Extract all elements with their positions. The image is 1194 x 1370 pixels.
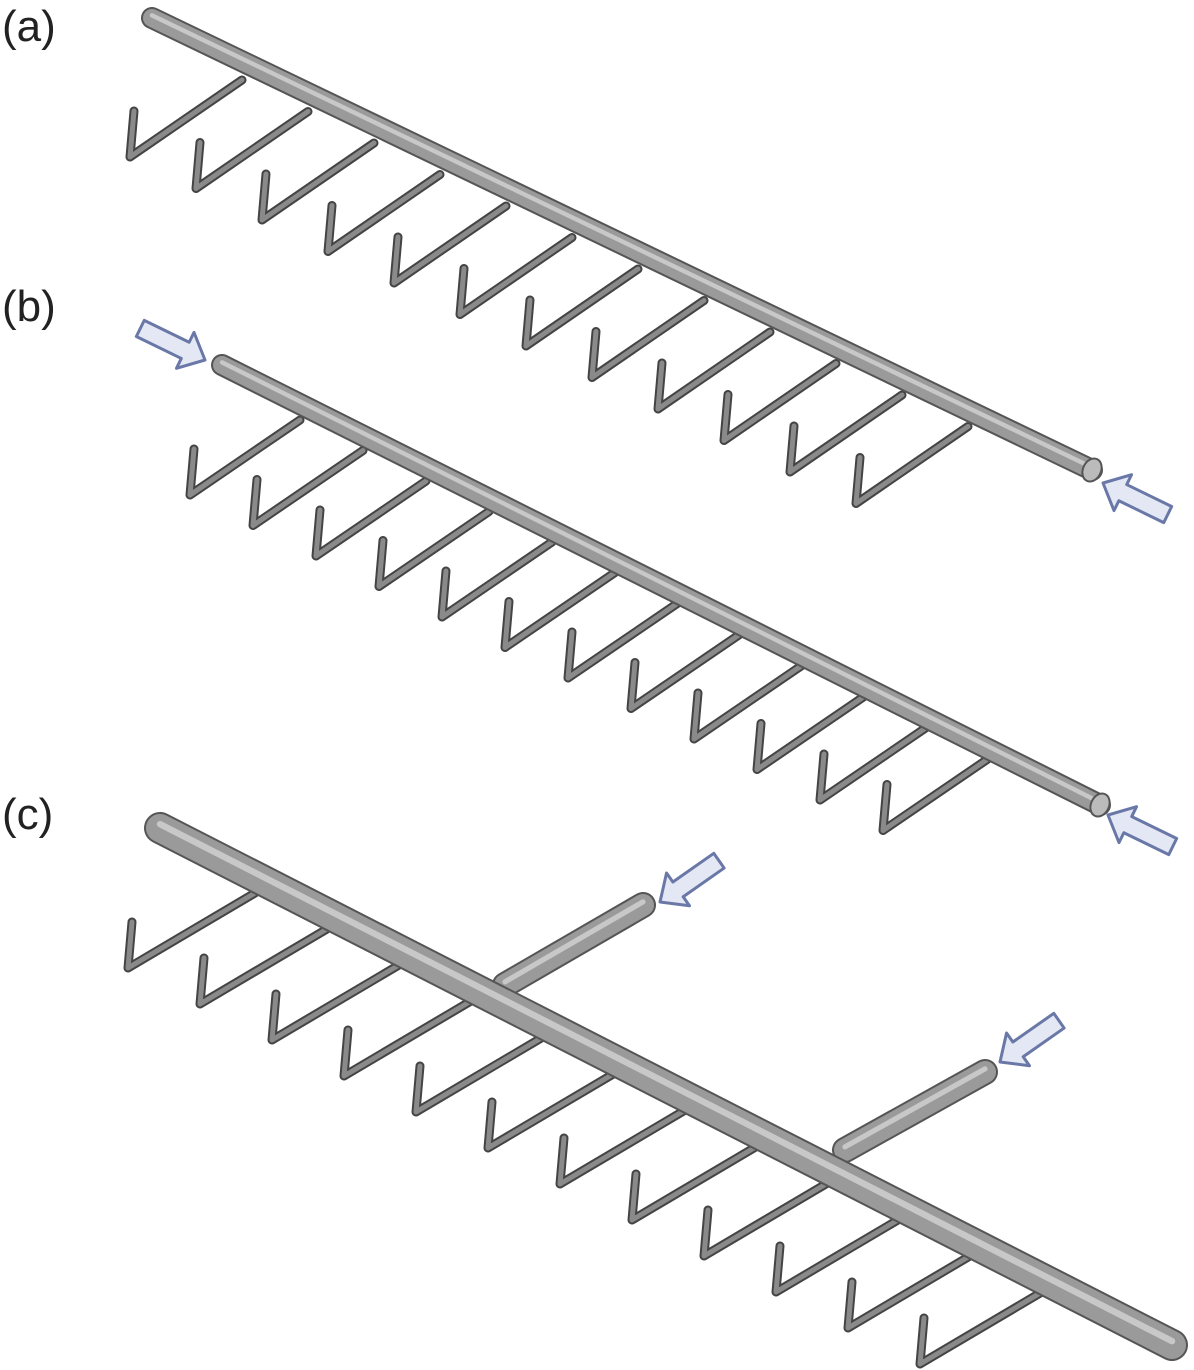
hook-body xyxy=(523,266,641,349)
inlet-stub-pipe-body xyxy=(494,894,654,996)
pipe-opening xyxy=(1089,792,1111,818)
hook-body xyxy=(269,962,402,1043)
header-pipe-body xyxy=(213,356,1109,814)
hook-body xyxy=(701,1178,834,1259)
hook-body xyxy=(485,1070,618,1151)
hook-body xyxy=(193,109,311,191)
inlet-arrow-icon xyxy=(1106,805,1179,857)
hook-body xyxy=(313,478,429,559)
inlet-stub-pipe-body xyxy=(834,1061,996,1161)
hook-body xyxy=(853,424,971,506)
inlet-stub-pipe-highlight xyxy=(502,899,646,985)
hook-body xyxy=(502,570,618,650)
hook-body xyxy=(721,361,839,443)
hook-body xyxy=(250,448,366,528)
hook-body xyxy=(691,661,807,742)
hook-body xyxy=(629,1142,762,1223)
header-pipe-body xyxy=(146,814,1186,1359)
hook-body xyxy=(457,235,575,317)
header-pipe-highlight xyxy=(149,13,1095,470)
inlet-arrow-icon xyxy=(658,851,726,908)
header-pipe-highlight xyxy=(156,820,1176,1345)
hook-body xyxy=(817,722,933,803)
manifold-a xyxy=(125,7,1174,525)
hook-body xyxy=(376,509,492,589)
header-pipe-body xyxy=(143,9,1101,479)
hook-body xyxy=(125,890,258,971)
inlet-arrow-icon xyxy=(134,318,207,370)
hook-body xyxy=(341,998,474,1079)
header-pipe-highlight xyxy=(219,360,1103,805)
panel-label-b: (b) xyxy=(2,282,56,331)
hook-body xyxy=(391,203,509,286)
inlet-arrow-icon xyxy=(998,1011,1066,1068)
hook-body xyxy=(773,1214,906,1295)
hook-body xyxy=(917,1286,1050,1367)
hook-body xyxy=(413,1034,546,1115)
hook-body xyxy=(880,753,996,833)
hook-body xyxy=(259,140,377,223)
panel-label-a: (a) xyxy=(2,2,56,51)
hook-body xyxy=(439,539,555,620)
manifold-b xyxy=(134,318,1179,857)
hook-body xyxy=(127,77,245,160)
inlet-stub-pipe-highlight xyxy=(842,1066,988,1150)
hook-body xyxy=(628,631,744,711)
hook-body xyxy=(845,1250,978,1331)
hook-body xyxy=(565,600,681,681)
hook-body xyxy=(787,392,905,475)
hook-body xyxy=(325,172,443,254)
hook-body xyxy=(187,417,303,498)
pipe-opening xyxy=(1081,457,1103,483)
hook-body xyxy=(197,926,330,1007)
inlet-arrow-icon xyxy=(1101,473,1174,525)
manifold-c xyxy=(123,812,1188,1369)
hook-body xyxy=(655,329,773,412)
hook-body xyxy=(589,298,707,380)
panel-label-c: (c) xyxy=(2,790,54,839)
hook-body xyxy=(557,1106,690,1187)
hook-body xyxy=(754,692,870,772)
